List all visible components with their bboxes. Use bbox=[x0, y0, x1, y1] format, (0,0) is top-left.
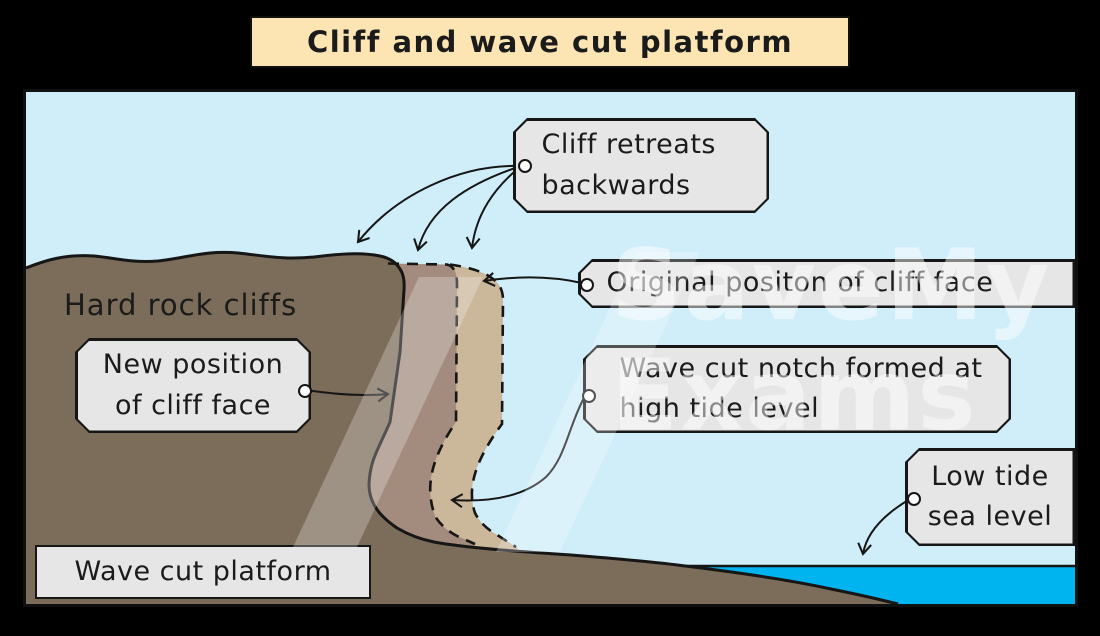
callout-low-tide: Low tide sea level bbox=[905, 448, 1075, 546]
connector-dot-new-position bbox=[298, 384, 312, 398]
callout-new-position: New position of cliff face bbox=[75, 338, 311, 433]
arrow-wave-cut-notch bbox=[452, 395, 586, 501]
connector-dot-original-position bbox=[580, 278, 594, 292]
arrow-cliff-retreat-1 bbox=[358, 164, 522, 242]
arrow-new-position bbox=[305, 390, 388, 395]
callout-wave-cut-notch: Wave cut notch formed at high tide level bbox=[583, 345, 1011, 433]
callout-original-position: Original positon of cliff face bbox=[578, 259, 1075, 308]
diagram-area: Hard rock cliffs Cliff retreats backward… bbox=[23, 89, 1078, 607]
arrow-cliff-retreat-3 bbox=[472, 165, 522, 248]
arrow-cliff-retreat-2 bbox=[418, 165, 522, 250]
arrow-original-position bbox=[484, 278, 583, 284]
hard-rock-cliffs-label: Hard rock cliffs bbox=[64, 288, 298, 322]
callout-cliff-retreats-line1: Cliff retreats bbox=[541, 129, 716, 160]
callout-cliff-retreats-line2: backwards bbox=[541, 169, 691, 201]
callout-wave-cut-platform-text: Wave cut platform bbox=[74, 555, 332, 587]
callout-wave-cut-platform: Wave cut platform bbox=[35, 545, 371, 599]
callout-original-position-text: Original positon of cliff face bbox=[606, 267, 994, 299]
arrow-low-tide bbox=[863, 498, 911, 554]
dashed-intermediate-cliff-edge bbox=[387, 262, 476, 546]
callout-new-position-line2: of cliff face bbox=[114, 389, 272, 421]
callout-wave-cut-notch-line1: Wave cut notch formed at bbox=[619, 352, 983, 384]
callout-new-position-line1: New position bbox=[102, 349, 284, 380]
callout-low-tide-line1: Low tide bbox=[931, 460, 1049, 492]
connector-dot-wave-cut-notch bbox=[582, 389, 596, 403]
cliff-outline bbox=[26, 250, 899, 604]
connector-dot-low-tide bbox=[907, 492, 921, 506]
callout-cliff-retreats: Cliff retreats backwards bbox=[513, 118, 769, 213]
figure-title-box: Cliff and wave cut platform bbox=[250, 16, 850, 68]
callout-wave-cut-notch-line2: high tide level bbox=[619, 393, 820, 424]
figure-title: Cliff and wave cut platform bbox=[306, 25, 794, 59]
connector-dot-cliff-retreats bbox=[518, 159, 532, 173]
callout-low-tide-line2: sea level bbox=[927, 501, 1053, 532]
